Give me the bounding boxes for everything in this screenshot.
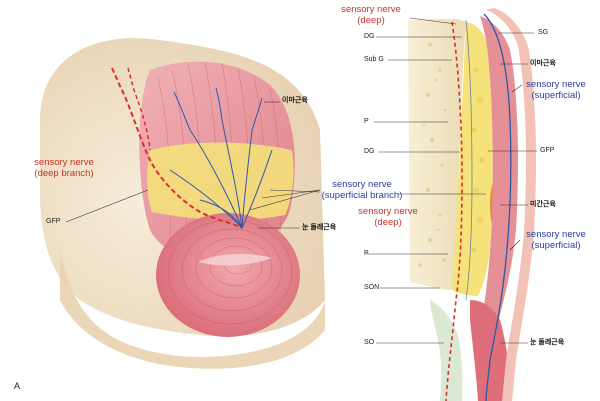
right-so-label: SO [364,339,375,346]
left-superficial-branch-line2: (superficial branch) [321,189,403,201]
left-superficial-branch-label: sensory nerve (superficial branch) [306,179,418,202]
left-frontalis-label: 이마근육 [282,97,308,104]
fat-layer-right [452,22,493,296]
nerve-galea-line-right [465,19,473,301]
right-deep-mid-label: sensory nerve (deep) [352,206,424,229]
right-gfp-label: GFP [540,147,555,154]
orbicularis-oculi-left [156,213,300,337]
left-deep-branch-line1: sensory nerve [34,157,94,168]
eyelid-opening [198,253,272,266]
bone-porous-texture [418,43,447,267]
right-sg-label: SG [538,29,549,36]
skin-outer-right [486,8,536,401]
right-son-label: SON [364,284,380,291]
left-gfp-label: GFP [46,218,61,225]
right-superficial-top-line1: sensory nerve [526,79,586,90]
orbicularis-oculi-right [470,300,512,401]
left-orbicularis-label: 눈 둘레근육 [302,224,337,231]
right-p-top-label: P [364,118,369,125]
right-frontalis-label: 이마근육 [530,60,556,67]
right-superficial-bottom-label: sensory nerve (superficial) [516,229,596,252]
right-p-bottom-label: P [364,250,369,257]
nerve-superficial-branches-left [169,87,273,229]
lower-soft-tissue-right [430,300,463,401]
left-deep-branch-label: sensory nerve (deep branch) [16,157,112,180]
right-superficial-bottom-line2: (superficial) [531,239,581,251]
left-deep-branch-line2: (deep branch) [34,167,94,179]
left-superficial-branch-line1: sensory nerve [332,179,392,190]
leader-lines-left [65,101,321,229]
right-procerus-label: 미간근육 [530,201,556,208]
panel-letter: A [14,381,21,391]
nerve-deep-right [445,21,463,401]
right-dg-mid-label: DG [364,148,375,155]
nerve-deep-branch-left-2 [127,67,151,151]
right-dg-top-label: DG [364,33,375,40]
fat-globules [471,67,485,253]
right-sub-g-label: Sub G [364,56,384,63]
right-superficial-bottom-line1: sensory nerve [526,229,586,240]
right-deep-mid-line2: (deep) [374,216,402,228]
nerve-superficial-right [483,13,512,401]
left-panel-illustration [40,38,325,369]
right-superficial-top-label: sensory nerve (superficial) [516,79,596,102]
orbicularis-fibers [167,219,293,325]
right-panel-illustration [366,8,537,401]
right-deep-top-line2: (deep) [357,14,385,26]
leader-lines-right [366,17,537,344]
frontal-bone [408,18,466,291]
right-deep-top-label: sensory nerve (deep) [334,4,408,27]
nerve-deep-branch-left [111,67,243,229]
right-superficial-top-line2: (superficial) [531,89,581,101]
right-deep-mid-line1: sensory nerve [358,206,418,217]
right-orbicularis-label: 눈 둘레근육 [530,339,565,346]
right-deep-top-line1: sensory nerve [341,4,401,15]
